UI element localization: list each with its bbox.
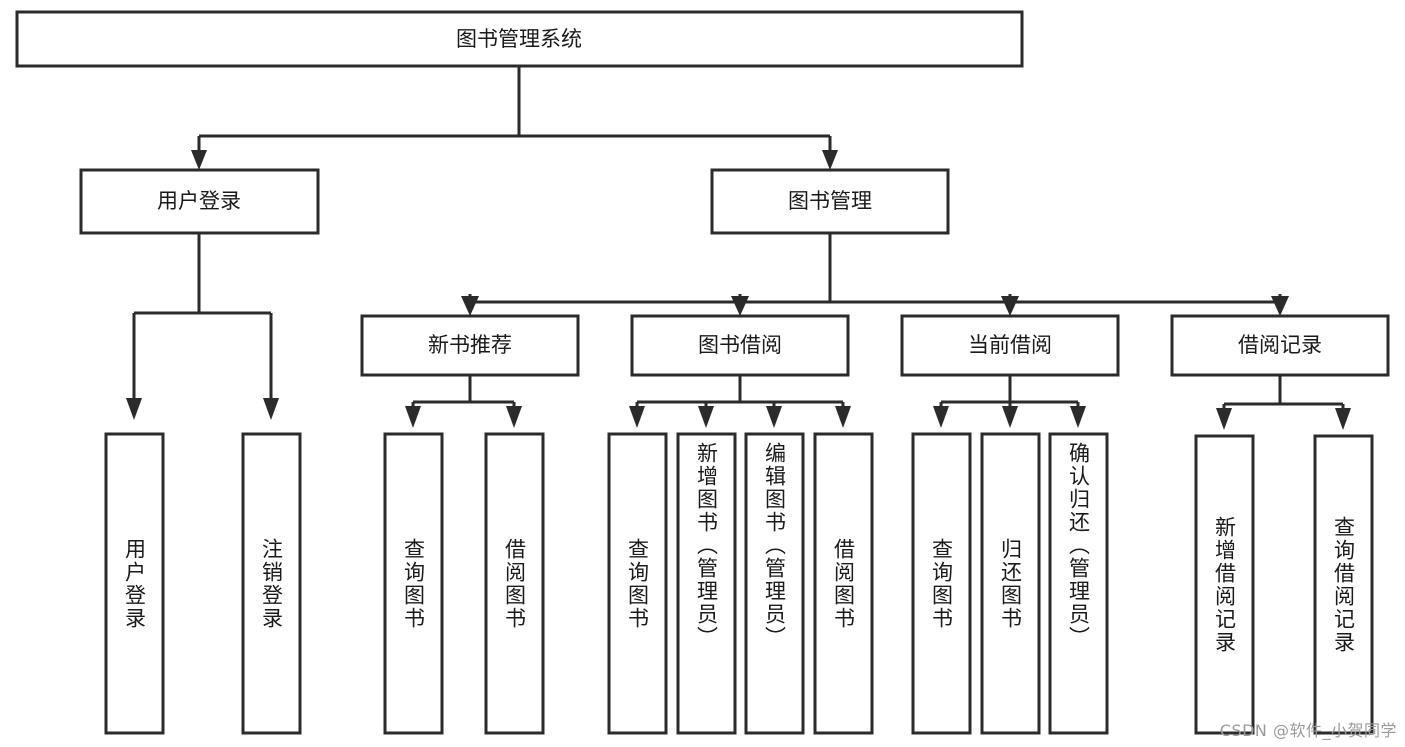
arrow-borrow-leaf-3 (766, 406, 782, 428)
node-login[interactable]: 用户登录 (79, 168, 320, 235)
node-leaf-query-book-1[interactable] (383, 432, 444, 735)
node-leaf-query-book-2[interactable] (607, 432, 668, 735)
arrow-login-leaf-2 (263, 398, 279, 420)
node-login-label: 用户登录 (157, 189, 241, 213)
arrow-bm-to-newbook (461, 296, 479, 316)
node-leaf-edit-book[interactable] (744, 432, 805, 735)
arrow-login-leaf-1 (126, 398, 142, 420)
arrow-bm-to-record (1271, 296, 1289, 316)
node-newbook-label: 新书推荐 (428, 333, 512, 357)
node-leaf-query-book-3[interactable] (911, 432, 972, 735)
arrow-current-leaf-2 (1002, 406, 1018, 428)
arrow-root-to-login (191, 150, 207, 170)
node-leaf-borrow-book-2[interactable] (813, 432, 874, 735)
node-leaf-logout[interactable] (241, 432, 302, 735)
arrow-current-leaf-1 (933, 406, 949, 428)
arrow-borrow-leaf-1 (629, 406, 645, 428)
arrow-record-leaf-2 (1335, 408, 1351, 430)
arrow-newbook-leaf-2 (506, 406, 522, 428)
arrow-root-to-bookmgmt (822, 150, 838, 170)
arrow-bm-to-current (1001, 296, 1019, 316)
node-root-label: 图书管理系统 (456, 27, 582, 51)
arrow-record-leaf-1 (1216, 408, 1232, 430)
watermark: CSDN @软件_小贺同学 (1219, 721, 1397, 740)
node-leaf-add-book[interactable] (676, 432, 737, 735)
node-newbook[interactable]: 新书推荐 (360, 314, 580, 377)
node-leaf-return-book[interactable] (980, 432, 1041, 735)
arrow-current-leaf-3 (1070, 406, 1086, 428)
node-leaf-confirm-return[interactable] (1048, 432, 1109, 735)
node-borrow-label: 图书借阅 (698, 333, 782, 357)
arrow-borrow-leaf-2 (698, 406, 714, 428)
node-borrow[interactable]: 图书借阅 (630, 314, 850, 377)
edge-group (126, 66, 1351, 430)
node-leaf-query-record[interactable] (1313, 434, 1374, 735)
arrow-bm-to-borrow (731, 296, 749, 316)
node-root[interactable]: 图书管理系统 (15, 10, 1024, 68)
node-current-label: 当前借阅 (968, 333, 1052, 357)
node-leaf-user-login[interactable] (104, 432, 165, 735)
node-bookmgmt[interactable]: 图书管理 (710, 168, 950, 235)
node-bookmgmt-label: 图书管理 (788, 189, 872, 213)
node-record[interactable]: 借阅记录 (1170, 314, 1390, 377)
node-leaf-borrow-book-1[interactable] (484, 432, 545, 735)
arrow-newbook-leaf-1 (405, 406, 421, 428)
node-leaf-add-record[interactable] (1194, 434, 1255, 735)
arrow-borrow-leaf-4 (835, 406, 851, 428)
node-record-label: 借阅记录 (1238, 333, 1322, 357)
node-current[interactable]: 当前借阅 (900, 314, 1120, 377)
